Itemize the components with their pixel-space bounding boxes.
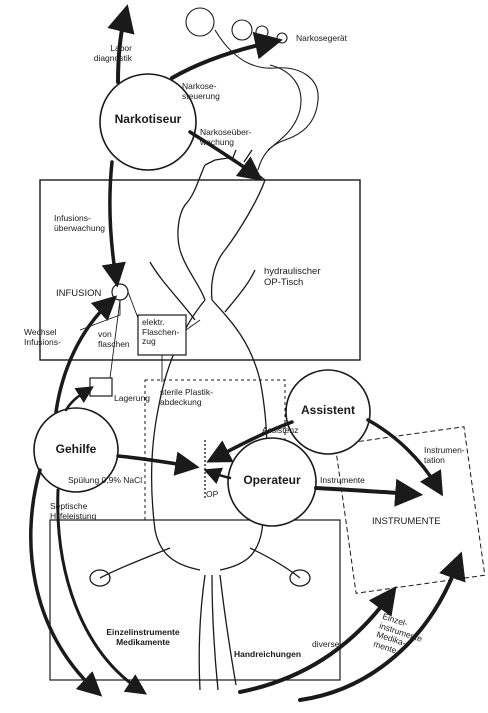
- narkoseueberwachung-label: Narkoseüber- wachung: [200, 127, 252, 147]
- infusion-node: [111, 283, 129, 301]
- narkotiseur-label: Narkotiseur: [114, 112, 182, 126]
- op-tisch-label: hydraulischer OP-Tisch: [264, 266, 321, 288]
- instrumente-table-label: INSTRUMENTE: [372, 516, 441, 527]
- einzelinstrumente-label: Einzelinstrumente Medikamente: [106, 627, 180, 647]
- labor-label: Labor diagnostik: [93, 43, 132, 63]
- connector-lines: [79, 291, 201, 382]
- instrumente-flow-label: Instrumente: [320, 475, 365, 485]
- wechsel-label: Wechsel Infusions-: [24, 327, 61, 347]
- op-label: OP: [206, 489, 219, 499]
- von-flaschen-label: von flaschen: [98, 329, 130, 349]
- flow-arrows: [29, 4, 466, 702]
- lagerung-label: Lagerung: [114, 393, 150, 403]
- instrumentation-label: Instrumen- tation: [424, 445, 465, 465]
- assistent-label: Assistent: [300, 403, 356, 417]
- gehilfe-circle: [33, 407, 119, 493]
- op-table-frame: [39, 179, 361, 361]
- diverse-label: diverse: [312, 639, 340, 649]
- gehilfe-label: Gehilfe: [55, 442, 97, 456]
- assistent-circle: [285, 369, 371, 455]
- instrument-tray: [334, 426, 486, 594]
- lower-table-frame: [49, 519, 341, 681]
- lagerung-device: [89, 377, 113, 397]
- flaschenzug-box: [137, 314, 187, 356]
- narkosesteuerung-label: Narkose- steuerung: [182, 81, 220, 101]
- assistenz-label: Assistenz: [262, 425, 299, 435]
- septische-label: Septische Hilfeleistung: [50, 501, 97, 521]
- horse-illustration: [89, 149, 311, 691]
- plastikabdeckung-label: sterile Plastik- abdeckung: [160, 387, 213, 407]
- narkotiseur-circle: [99, 73, 197, 171]
- operateur-circle: [227, 437, 317, 527]
- narkosegeraet-label: Narkosegerät: [296, 33, 348, 43]
- infusionsueberwachung-label: Infusions- überwachung: [54, 213, 106, 233]
- spuelung-label: Spülung 0,9% NaCl: [68, 475, 143, 485]
- handreichungen-label: Handreichungen: [234, 649, 302, 659]
- flaschenzug-label: elektr. Flaschen- zug: [142, 317, 180, 346]
- operateur-label: Operateur: [243, 473, 301, 487]
- infusion-label: INFUSION: [56, 288, 102, 299]
